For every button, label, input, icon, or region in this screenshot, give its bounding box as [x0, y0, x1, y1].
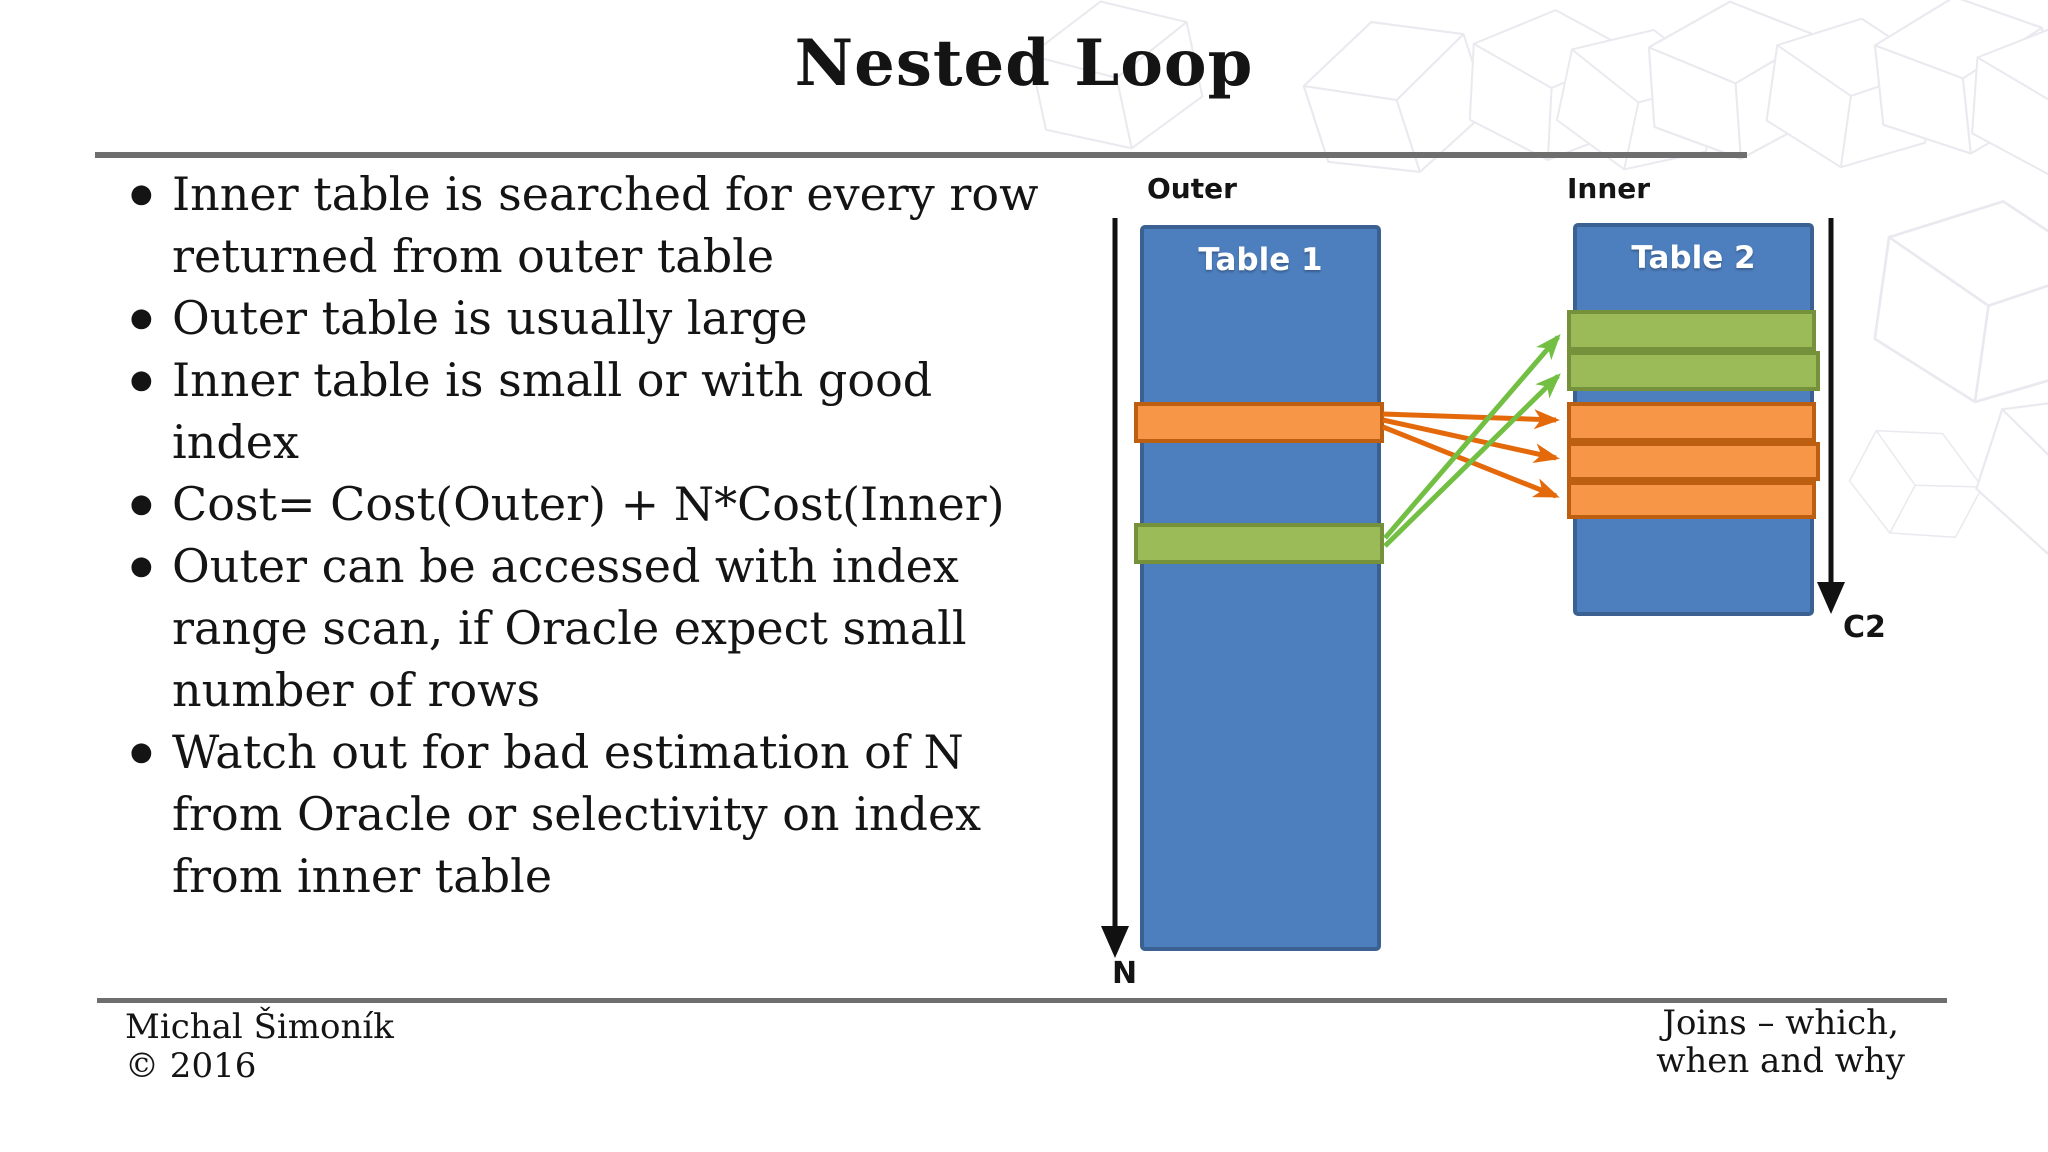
bullet-item: Watch out for bad estimation of N from O… [128, 721, 1138, 907]
bullet-item: Outer can be accessed with index range s… [128, 535, 1138, 721]
inner-table-matched-row-green-1 [1567, 310, 1816, 351]
bullet-item: Cost= Cost(Outer) + N*Cost(Inner) [128, 473, 1138, 535]
inner-table-matched-row-green-2 [1567, 351, 1820, 391]
header-divider [95, 152, 1747, 158]
footer-deck-title-line1: Joins – which, [1662, 1003, 1899, 1043]
bullet-item: Inner table is searched for every row re… [128, 163, 1138, 287]
footer-author-block: Michal Šimoník © 2016 [125, 1008, 394, 1086]
footer-divider [97, 998, 1947, 1003]
inner-table-matched-row-orange-3 [1567, 481, 1816, 519]
inner-table-matched-row-orange-1 [1567, 402, 1816, 442]
bullet-item: Inner table is small or with good index [128, 349, 1138, 473]
page-title: Nested Loop [794, 26, 1254, 101]
bullet-item: Outer table is usually large [128, 287, 1138, 349]
outer-table-matched-row-orange [1134, 402, 1384, 443]
outer-table: Table 1 [1140, 225, 1381, 951]
footer-copyright: © 2016 [125, 1046, 257, 1086]
footer-author: Michal Šimoník [125, 1007, 394, 1047]
bullet-list: Inner table is searched for every row re… [128, 163, 1138, 907]
inner-table-caption: Inner [1567, 172, 1651, 205]
outer-table-caption: Outer [1147, 172, 1237, 205]
outer-scan-count-label: N [1112, 956, 1138, 991]
inner-table-title: Table 2 [1631, 240, 1756, 276]
footer-deck-title-block: Joins – which, when and why [1656, 1004, 1905, 1080]
outer-table-title: Table 1 [1198, 242, 1323, 278]
inner-scan-cost-label: C2 [1843, 610, 1886, 645]
footer-deck-title-line2: when and why [1656, 1041, 1905, 1081]
outer-table-matched-row-green [1134, 523, 1384, 564]
inner-table-matched-row-orange-2 [1567, 442, 1820, 481]
